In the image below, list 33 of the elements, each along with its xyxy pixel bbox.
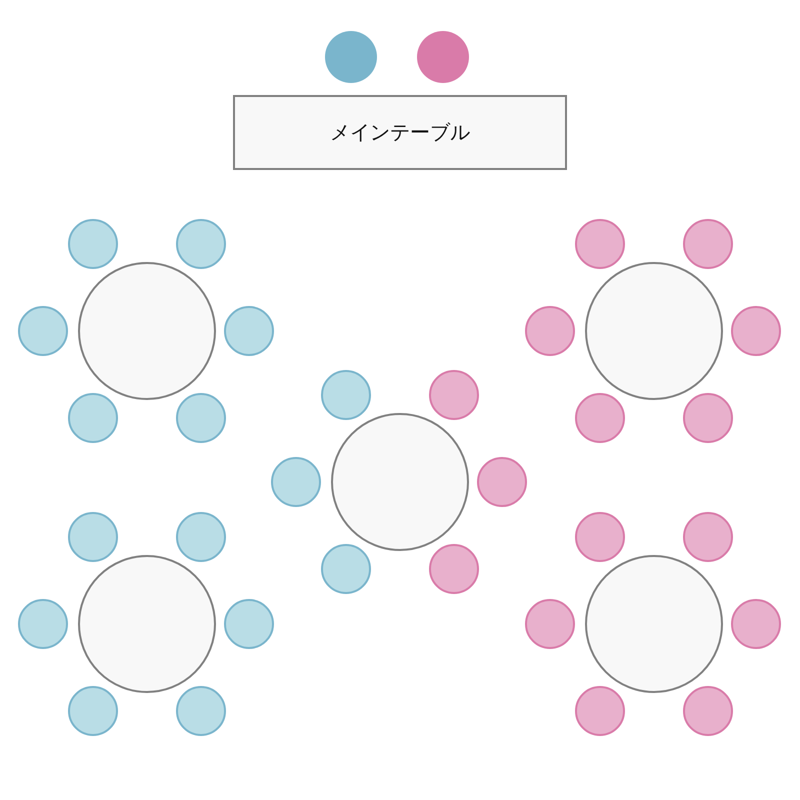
seat-circle — [525, 306, 575, 356]
seat-circle — [525, 599, 575, 649]
seat-circle — [68, 512, 118, 562]
seat-circle — [477, 457, 527, 507]
seat-circle — [176, 219, 226, 269]
seat-circle — [18, 306, 68, 356]
head-seat-circle — [325, 31, 377, 83]
head-seat-circle — [417, 31, 469, 83]
seat-circle — [429, 370, 479, 420]
seat-circle — [18, 599, 68, 649]
seat-circle — [575, 393, 625, 443]
seat-circle — [68, 393, 118, 443]
seat-circle — [575, 219, 625, 269]
seat-circle — [176, 393, 226, 443]
seat-circle — [683, 219, 733, 269]
seat-circle — [683, 686, 733, 736]
seat-circle — [224, 599, 274, 649]
seat-circle — [683, 393, 733, 443]
main-table: メインテーブル — [233, 95, 567, 170]
seat-circle — [731, 599, 781, 649]
seat-circle — [224, 306, 274, 356]
seat-circle — [575, 686, 625, 736]
seat-circle — [731, 306, 781, 356]
seat-circle — [176, 512, 226, 562]
seat-circle — [321, 544, 371, 594]
seat-circle — [271, 457, 321, 507]
seat-circle — [429, 544, 479, 594]
seat-circle — [176, 686, 226, 736]
seat-circle — [575, 512, 625, 562]
seat-circle — [321, 370, 371, 420]
seat-circle — [683, 512, 733, 562]
seat-circle — [68, 219, 118, 269]
seat-circle — [68, 686, 118, 736]
